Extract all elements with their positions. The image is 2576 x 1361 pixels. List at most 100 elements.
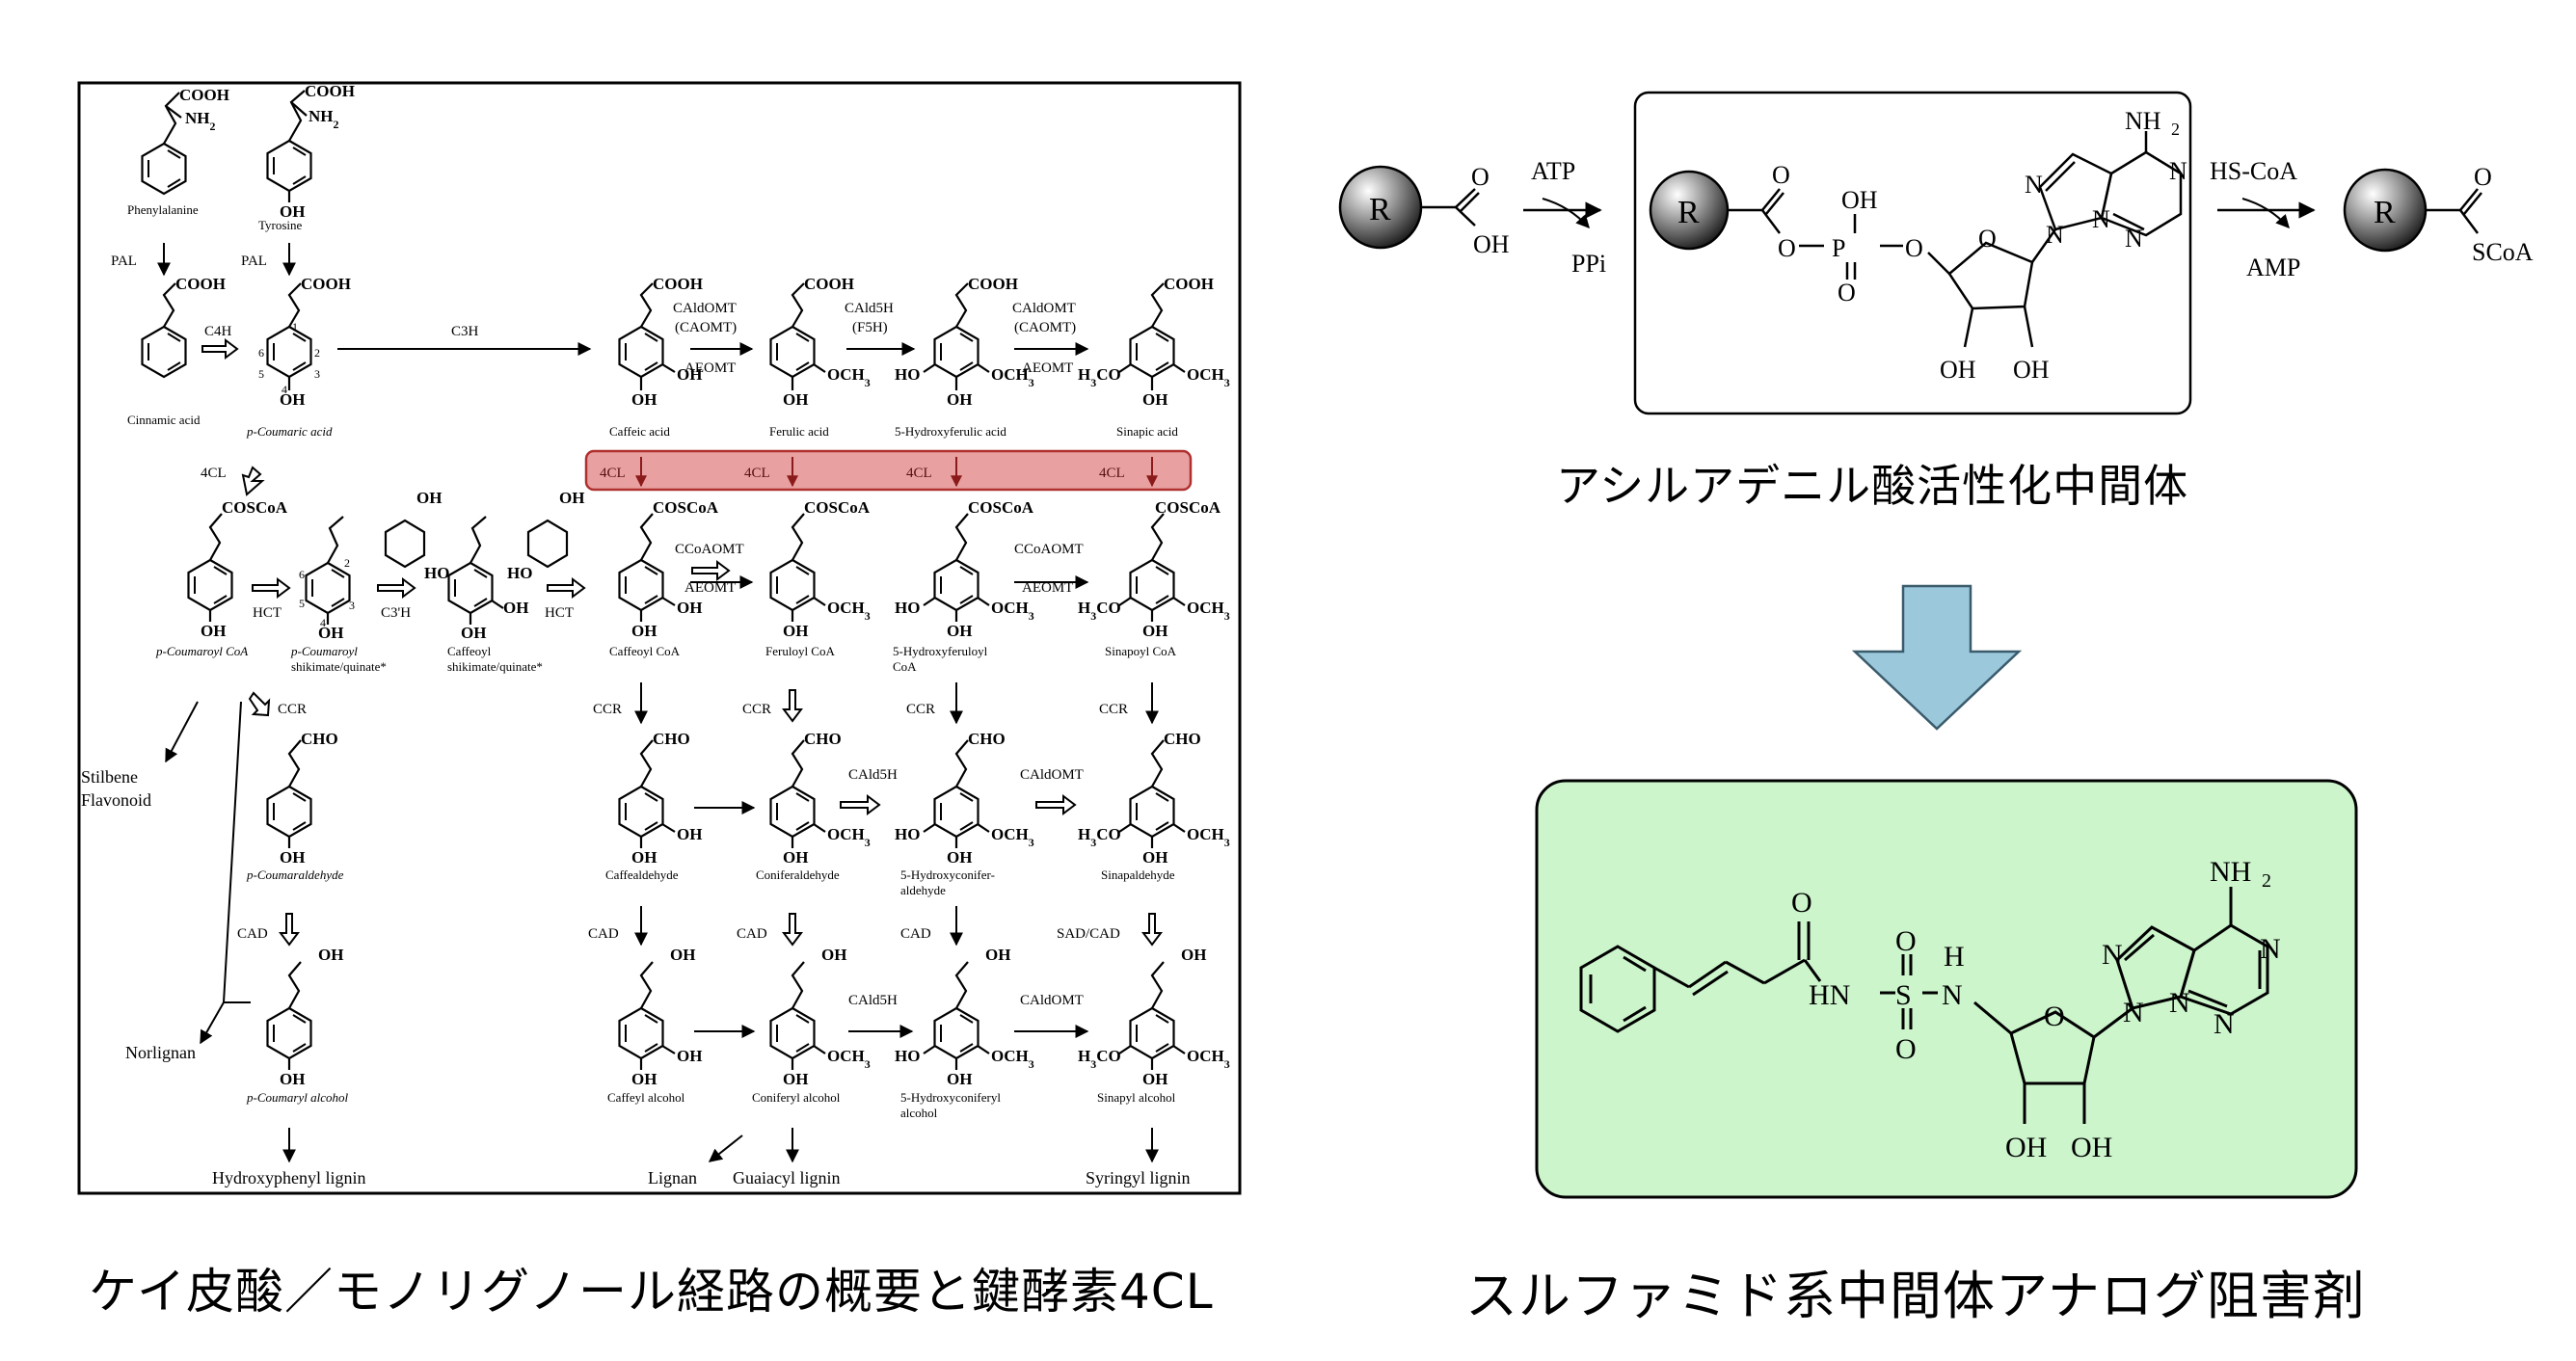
group-label: CHO (653, 730, 690, 748)
pathway-border (77, 81, 1242, 1195)
group-label: OH (677, 825, 702, 843)
enzyme-label: CCR (278, 702, 307, 717)
r-label: R (1369, 192, 1391, 227)
group-label: COSCoA (968, 498, 1034, 517)
group-label: OH (318, 946, 343, 964)
atom-n: N (2123, 997, 2144, 1028)
compound-name: p-Coumaryl alcohol (246, 1090, 348, 1105)
atom-hn: HN (1809, 979, 1850, 1011)
atom-n: N (1942, 979, 1963, 1011)
ppi-label: PPi (1571, 250, 1606, 278)
fourcl-arrows (635, 457, 1158, 488)
atom-h: H (1944, 941, 1965, 973)
atom-n: N (2025, 171, 2043, 199)
enzyme-label: CAld5H (848, 767, 898, 783)
compound-name: shikimate/quinate* (447, 659, 543, 674)
compound-name: Cinnamic acid (127, 413, 201, 427)
enzyme-label: (CAOMT) (675, 320, 737, 335)
group-label: OH (318, 624, 343, 642)
group-label: OH (783, 622, 808, 640)
enzyme-label: 4CL (906, 466, 932, 481)
atom-o: O (1838, 279, 1856, 307)
enzyme-label: HCT (545, 605, 574, 621)
compound-name: alcohol (900, 1106, 938, 1120)
compound-name: Sinapoyl CoA (1105, 644, 1177, 658)
enzyme-label: CAldOMT (1020, 993, 1084, 1008)
group-label: HO (507, 564, 532, 582)
compound-name: 5-Hydroxyconiferyl (900, 1090, 1001, 1105)
enzyme-label: CCR (742, 702, 771, 717)
atom-o: O (1895, 925, 1917, 957)
compound-name: Caffeic acid (609, 424, 670, 439)
enzyme-label: CAD (737, 926, 767, 942)
group-label: OH (1142, 1070, 1167, 1088)
compound-name: p-Coumaric acid (246, 424, 333, 439)
compound-name: Coniferyl alcohol (752, 1090, 841, 1105)
enzyme-label: CAD (900, 926, 931, 942)
enzyme-label: C3'H (381, 605, 411, 621)
group-label: OH (783, 1070, 808, 1088)
atom-o: O (1791, 887, 1812, 919)
atom-n: N (2169, 987, 2190, 1019)
group-label: OH (631, 390, 657, 409)
atom-n: N (2214, 1008, 2235, 1040)
group-label: OH (985, 946, 1010, 964)
ring-number: 3 (349, 599, 355, 612)
atom-o: O (1905, 234, 1923, 262)
compound-name: CoA (893, 659, 917, 674)
atom-oh: OH (1841, 186, 1878, 214)
group-label: OH (677, 599, 702, 617)
atom-n: N (2169, 157, 2187, 185)
enzyme-label: PAL (111, 254, 137, 269)
inhibitor-box (1535, 779, 2358, 1199)
atom-n: N (2260, 933, 2281, 965)
ring-number: 3 (314, 367, 320, 381)
compound-name: Caffealdehyde (605, 867, 679, 882)
enzyme-label: 4CL (744, 466, 770, 481)
compound-name: Caffeoyl CoA (609, 644, 681, 658)
enzyme-label: CAldOMT (1012, 301, 1076, 316)
compound-name: p-Coumaroyl (290, 644, 358, 658)
group-label: OH (947, 622, 972, 640)
atom-o: O (1471, 163, 1489, 191)
group-label: OH (559, 489, 584, 507)
atom-n: N (2125, 225, 2143, 253)
enzyme-label: CAD (588, 926, 619, 942)
compound-name: Feruloyl CoA (765, 644, 835, 658)
ring-number: 1 (292, 320, 298, 334)
enzyme-label: CAldOMT (1020, 767, 1084, 783)
enzyme-label: C3H (451, 324, 479, 339)
enzyme-label: C4H (204, 324, 232, 339)
amp-label: AMP (2246, 254, 2300, 281)
product-label: Syringyl lignin (1086, 1168, 1191, 1188)
compound-name: Coniferaldehyde (756, 867, 840, 882)
group-label: OH (1142, 848, 1167, 867)
enzyme-label: (CAOMT) (1014, 320, 1076, 335)
group-label: OH (416, 489, 442, 507)
enzyme-label: AEOMT (684, 580, 736, 596)
group-label: CHO (804, 730, 842, 748)
group-label: COOH (175, 275, 226, 293)
group-label: COSCoA (804, 498, 871, 517)
r-label: R (1677, 195, 1700, 230)
inhibitor-panel: O HN S O O H N O OH OH N N N N N NH 2 (1535, 779, 2358, 1199)
group-label: OH (783, 848, 808, 867)
group-label: OH (1142, 622, 1167, 640)
enzyme-label: CCoAOMT (675, 542, 744, 557)
compound-name: Phenylalanine (127, 202, 199, 217)
atom-oh: OH (2071, 1132, 2112, 1163)
product-label: Lignan (648, 1168, 697, 1188)
ring-number: 2 (314, 346, 320, 360)
pathway-panel: COOH NH2 COOH NH2 OH COOH COOH OH COOH O… (77, 81, 1242, 1195)
ring-number: 6 (258, 346, 264, 360)
group-label: OH (1181, 946, 1206, 964)
group-label: OH (947, 390, 972, 409)
svg-text:2: 2 (2262, 870, 2271, 892)
right-caption: スルファミド系中間体アナログ阻害剤 (1465, 1266, 2366, 1326)
compound-name: Ferulic acid (769, 424, 829, 439)
atom-n: N (2092, 205, 2110, 233)
compound-name: p-Coumaroyl CoA (155, 644, 248, 658)
enzyme-label: CCR (593, 702, 622, 717)
group-label: COOH (179, 86, 229, 104)
